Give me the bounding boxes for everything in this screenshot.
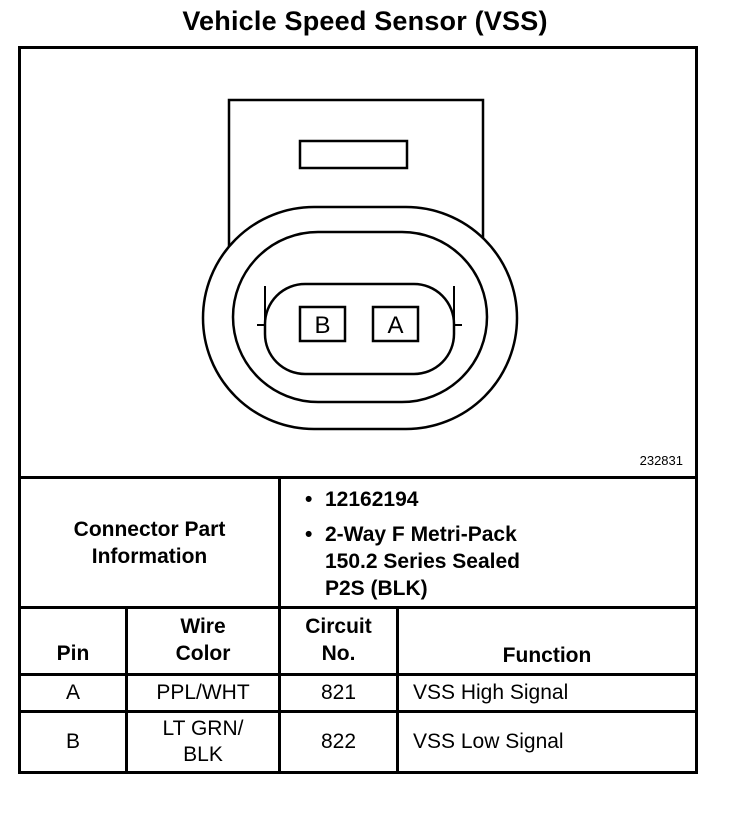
pin-label-b: B bbox=[314, 312, 330, 339]
header-circuit-line1: Circuit bbox=[305, 615, 372, 638]
connector-info-label-line1: Connector Part bbox=[73, 517, 226, 541]
connector-frame: B A 232831 Connector Part Information • … bbox=[18, 46, 698, 774]
part-number: 12162194 bbox=[325, 488, 419, 511]
wire-color-line1: LT GRN/ bbox=[162, 717, 244, 740]
description-line-2: 150.2 Series Sealed bbox=[325, 550, 520, 573]
figure-number: 232831 bbox=[639, 453, 683, 468]
table-divider bbox=[21, 673, 695, 676]
pin-table: Pin Wire Color Circuit No. Function A PP… bbox=[21, 609, 695, 771]
connector-info-label: Connector Part Information bbox=[21, 479, 281, 606]
header-function-text: Function bbox=[502, 644, 592, 667]
header-wire-color: Wire Color bbox=[128, 609, 278, 673]
table-divider bbox=[278, 609, 281, 771]
pin-cavity-b bbox=[298, 305, 347, 343]
part-number-item: • 12162194 bbox=[305, 486, 695, 513]
connector-info-label-line2: Information bbox=[91, 544, 208, 568]
header-pin-text: Pin bbox=[56, 642, 90, 665]
header-circuit-line2: No. bbox=[321, 642, 356, 665]
table-divider bbox=[396, 609, 399, 771]
pin-label-a: A bbox=[387, 312, 403, 339]
connector-diagram-area: B A 232831 bbox=[21, 49, 695, 479]
description-line-1: 2-Way F Metri-Pack bbox=[325, 523, 517, 546]
table-divider bbox=[21, 710, 695, 713]
table-cell-circuit: 821 bbox=[320, 681, 357, 704]
description-item: • 2-Way F Metri-Pack 150.2 Series Sealed… bbox=[305, 521, 695, 602]
connector-info-list: • 12162194 • 2-Way F Metri-Pack 150.2 Se… bbox=[281, 479, 695, 606]
connector-info-row: Connector Part Information • 12162194 • … bbox=[21, 479, 695, 609]
description-line-3: P2S (BLK) bbox=[325, 577, 428, 600]
table-cell-pin: B bbox=[65, 730, 80, 753]
table-cell-function: VSS Low Signal bbox=[413, 730, 564, 753]
connector-drawing: B A bbox=[201, 98, 519, 431]
table-cell-wire-color: LT GRN/ BLK bbox=[128, 713, 278, 771]
table-cell-wire-color: PPL/WHT bbox=[156, 681, 250, 704]
bullet-icon: • bbox=[305, 523, 313, 546]
table-cell-pin: A bbox=[65, 681, 80, 704]
header-pin: Pin bbox=[21, 609, 125, 673]
header-wire-color-line1: Wire bbox=[180, 615, 226, 638]
table-cell-circuit: 822 bbox=[320, 730, 357, 753]
page-title: Vehicle Speed Sensor (VSS) bbox=[182, 6, 548, 36]
pin-cavity-a bbox=[371, 305, 420, 343]
table-cell-function: VSS High Signal bbox=[413, 681, 569, 704]
header-wire-color-line2: Color bbox=[175, 642, 231, 665]
table-divider bbox=[125, 609, 128, 771]
header-function: Function bbox=[399, 609, 695, 673]
header-circuit: Circuit No. bbox=[281, 609, 396, 673]
key-left bbox=[257, 286, 266, 326]
key-right bbox=[453, 286, 462, 326]
wire-color-line2: BLK bbox=[183, 743, 223, 766]
bullet-icon: • bbox=[305, 488, 313, 511]
latch-slot bbox=[298, 139, 409, 170]
terminal-insert bbox=[263, 282, 456, 376]
